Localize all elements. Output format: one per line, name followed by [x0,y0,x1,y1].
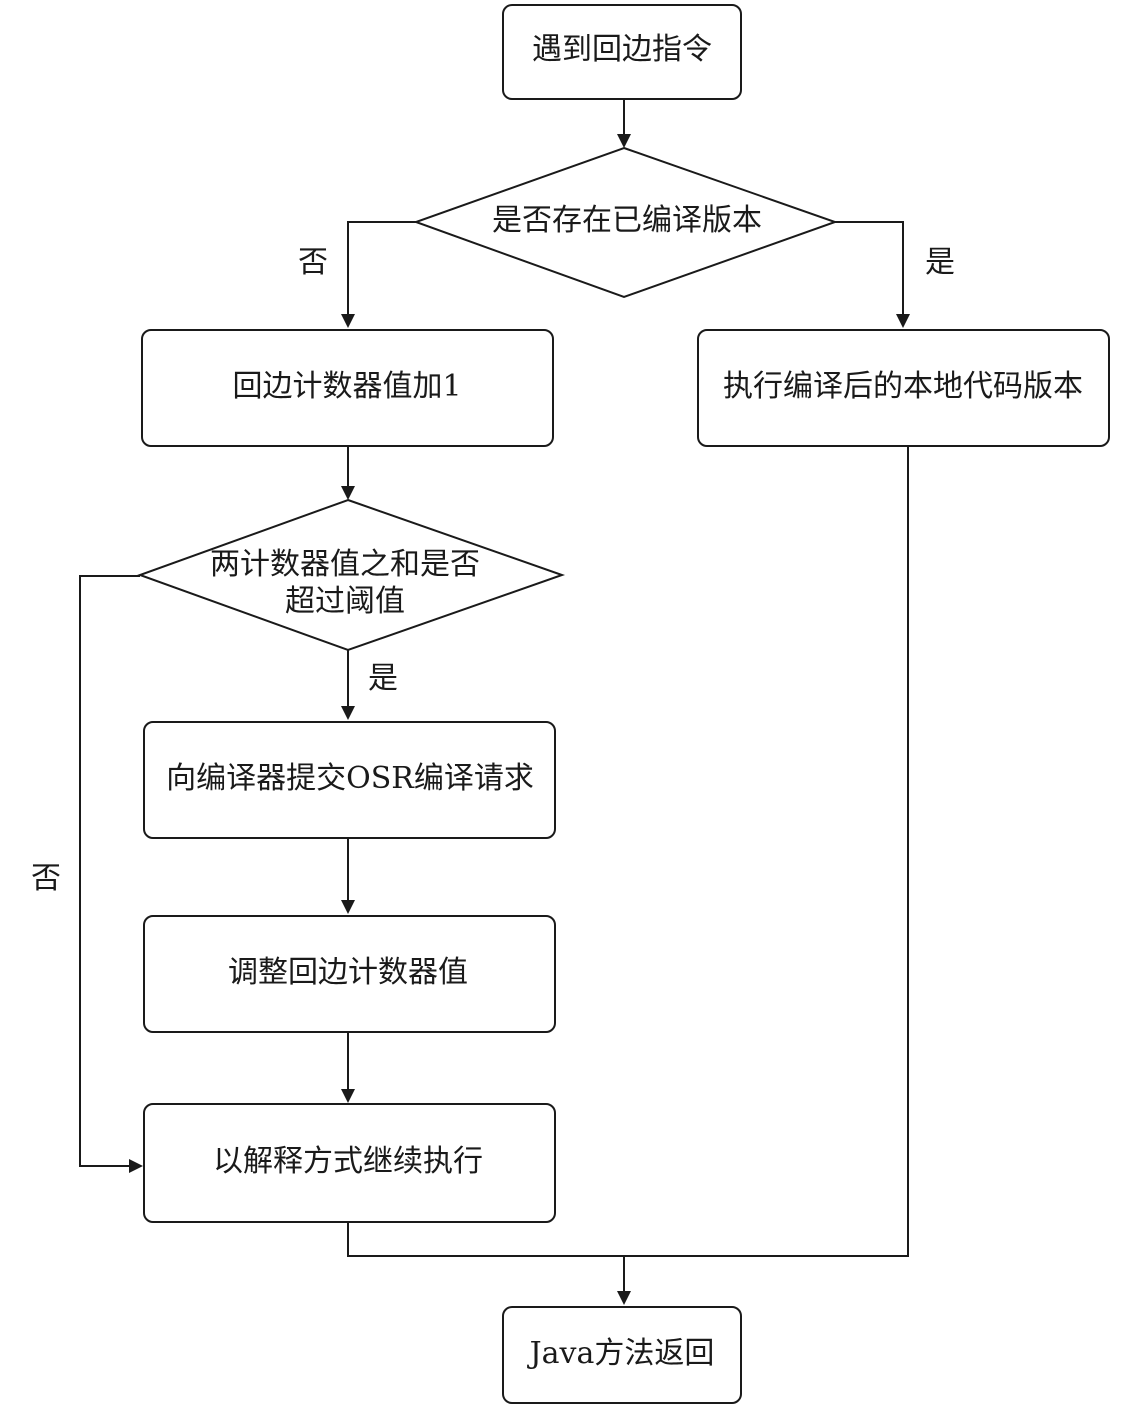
edge-threshold-no-to-interpret [79,575,140,1167]
node-increment-counter: 回边计数器值加1 [141,329,554,447]
node-check-compiled-label: 是否存在已编译版本 [492,203,762,238]
node-increment-counter-label: 回边计数器值加1 [232,369,461,404]
node-adjust-counter-label: 调整回边计数器值 [228,955,468,990]
node-return-label: Java方法返回 [527,1336,715,1371]
edge-check-yes-to-native [835,221,904,314]
edge-check-no-to-increment [347,221,416,314]
node-start: 遇到回边指令 [502,4,742,100]
arrowhead [341,486,355,500]
label-threshold-yes: 是 [368,661,398,696]
node-threshold-line2: 超过阈值 [285,584,405,619]
label-compiled-no: 否 [298,245,328,280]
arrowhead [341,900,355,914]
label-compiled-yes: 是 [925,245,955,280]
node-interpret: 以解释方式继续执行 [143,1103,556,1223]
arrowhead [896,314,910,328]
node-run-native: 执行编译后的本地代码版本 [697,329,1110,447]
node-submit-osr: 向编译器提交OSR编译请求 [143,721,556,839]
node-submit-osr-label: 向编译器提交OSR编译请求 [166,761,534,796]
node-interpret-label: 以解释方式继续执行 [213,1144,483,1179]
arrowhead [341,706,355,720]
node-threshold-line1: 两计数器值之和是否 [210,547,480,582]
node-return: Java方法返回 [502,1306,742,1404]
node-check-compiled: 是否存在已编译版本 [413,146,839,299]
edges [79,99,910,1305]
arrowhead [617,134,631,148]
arrowhead [129,1159,143,1173]
edge-interpret-to-merge [347,446,909,1257]
arrowhead [341,314,355,328]
node-run-native-label: 执行编译后的本地代码版本 [723,369,1083,404]
arrowhead [617,1291,631,1305]
label-threshold-no: 否 [31,861,61,896]
node-adjust-counter: 调整回边计数器值 [143,915,556,1033]
edge-labels: 否 是 是 否 [31,245,955,896]
node-start-label: 遇到回边指令 [532,32,712,67]
node-threshold-check: 两计数器值之和是否 超过阈值 [137,498,566,652]
arrowhead [341,1089,355,1103]
